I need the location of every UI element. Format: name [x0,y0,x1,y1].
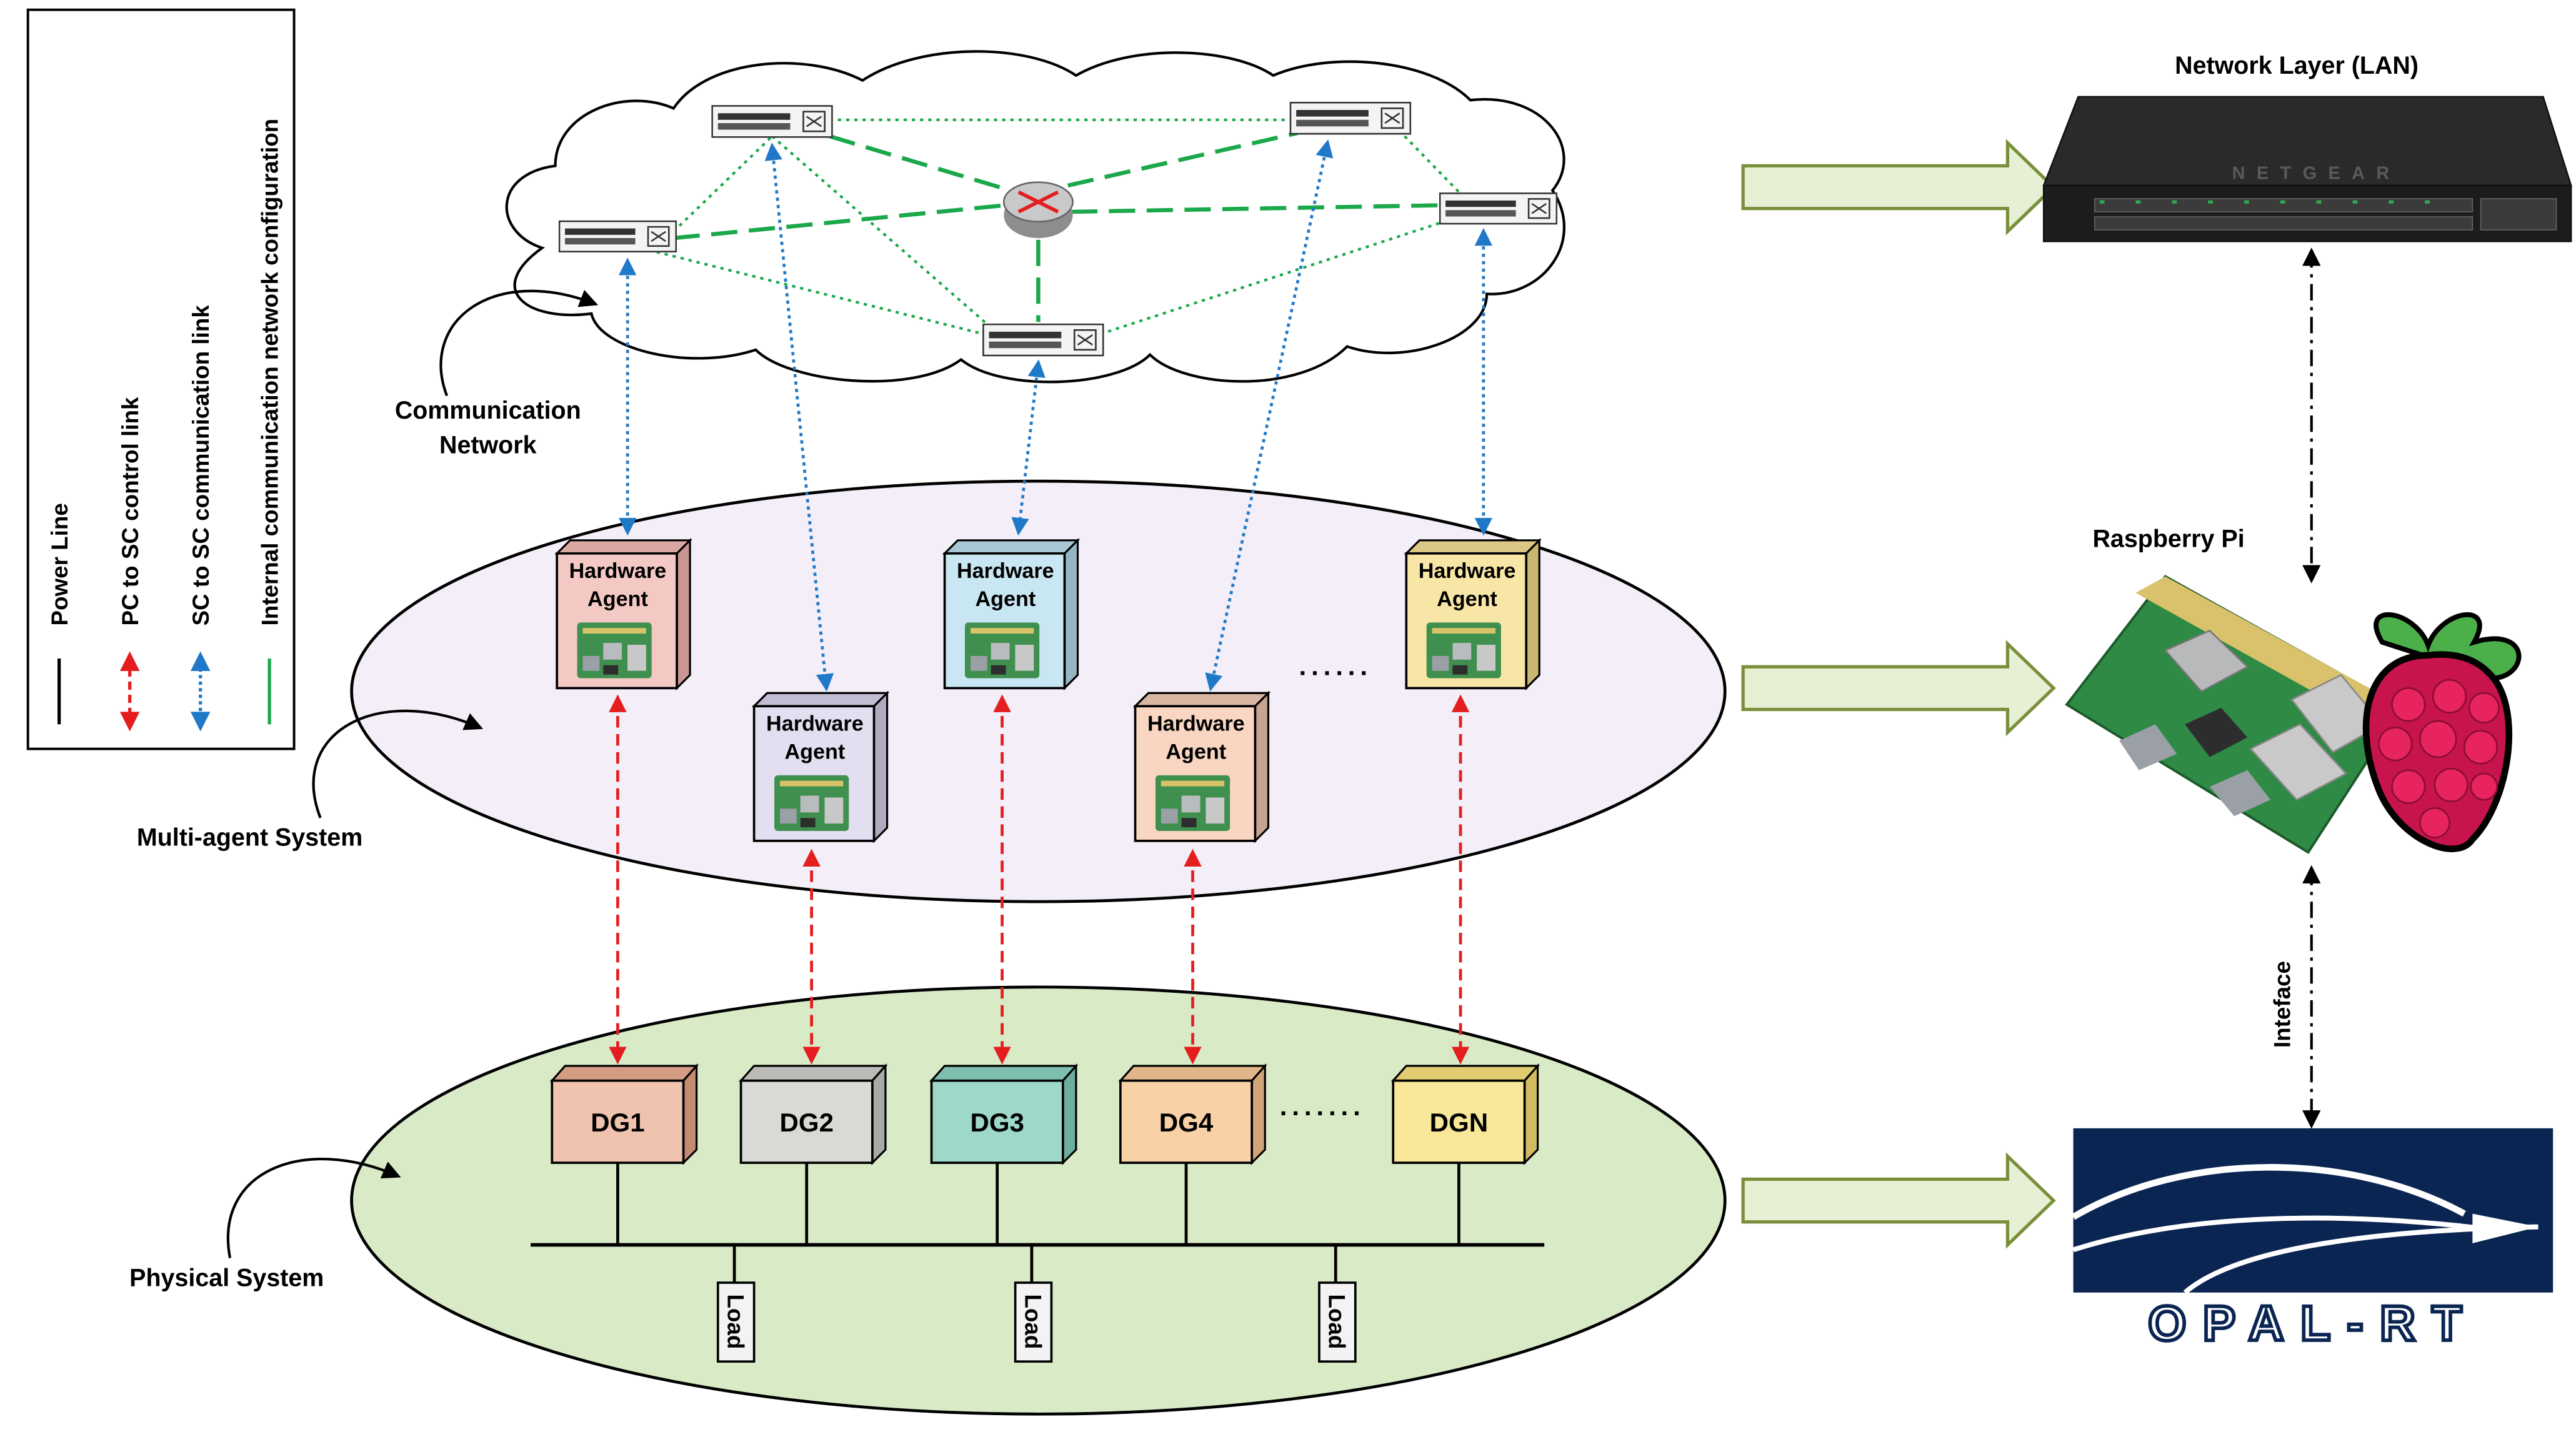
opal-rt-wordmark: OPAL-RT [2148,1296,2479,1351]
legend-internal-network-label: Internal communication network configura… [257,119,282,626]
physical-label: Physical System [129,1264,324,1291]
agent-label-line2: Agent [587,587,648,611]
dg-block: DGN [1390,1063,1540,1165]
network-layer-label: Network Layer (LAN) [2175,52,2419,79]
comm-network-pointer [439,289,599,397]
block-arrow-right [1741,139,2056,236]
switch-brand-text: NETGEAR [2232,163,2401,183]
network-switch-image: NETGEAR [2042,96,2572,242]
switch-icon [1439,192,1558,225]
load-box: Load [1318,1281,1357,1363]
mas-label: Multi-agent System [137,824,362,852]
load-label: Load [723,1294,749,1349]
raspberry-pi-board-icon [1155,775,1231,832]
network-layer-panel: Network Layer (LAN) NETGEAR [2042,52,2572,584]
raspberry-pi-board-icon [1426,622,1501,679]
dg-block: DG3 [929,1063,1079,1165]
hardware-agent: Hardware Agent [942,537,1081,691]
agent-ellipsis: ...... [1299,651,1372,680]
raspberry-pi-panel: Raspberry Pi Inteface [2065,525,2522,1129]
control-links [609,694,1470,1065]
raspberry-pi-label: Raspberry Pi [2092,525,2244,552]
hardware-agent: Hardware Agent [1404,537,1542,691]
block-arrow-right [1741,640,2056,737]
comm-network-label-line2: Network [439,431,537,459]
opal-rt-panel: OPAL-RT [2071,1128,2554,1353]
layer-mapping-arrows [1741,139,2056,1249]
dg-ellipsis: ....... [1280,1091,1365,1121]
legend-box [26,8,296,750]
dg-block: DG4 [1118,1063,1267,1165]
comm-link [764,142,834,692]
load-label: Load [1324,1294,1350,1349]
legend-control-link-label: PC to SC control link [117,397,143,625]
raspberry-pi-board-image [2065,575,2404,854]
dg-blocks: DG1 DG2 DG3 DG4 ....... DGN [549,1063,1540,1165]
dg-label: DG2 [780,1108,834,1137]
switch-icon [1289,101,1412,135]
switch-icon [558,220,677,253]
dg-label: DG4 [1159,1108,1214,1137]
comm-network-label-line1: Communication [395,397,581,424]
opal-rt-logo: OPAL-RT [2071,1128,2554,1353]
physical-layer: Physical System Load Load Load [129,985,1727,1416]
switch-icon [982,323,1104,357]
dg-label: DGN [1430,1108,1488,1137]
dg-block: DG1 [549,1063,699,1165]
dg-label: DG3 [970,1108,1024,1137]
legend-comm-link-label: SC to SC communication link [188,305,214,626]
dg-block: DG2 [739,1063,888,1165]
raspberry-pi-board-icon [577,622,652,679]
router-icon [1002,181,1074,239]
agent-label-line1: Hardware [957,559,1054,583]
dg-bus-connectors [616,1163,1460,1283]
agent-label-line1: Hardware [569,559,667,583]
raspberry-pi-board-icon [774,775,849,832]
agent-label-line2: Agent [975,587,1036,611]
legend-power-line-label: Power Line [47,503,72,625]
switch-ports [2094,198,2557,231]
raspberry-pi-board-icon [964,622,1040,679]
agent-label-line2: Agent [1166,740,1226,763]
hardware-agent: Hardware Agent [1132,690,1271,843]
physical-pointer [226,1157,401,1258]
mas-pointer [312,709,484,818]
hardware-agent: Hardware Agent [751,690,890,843]
load-box: Load [716,1281,756,1363]
switch-port-leds [2099,200,2430,204]
interface-label: Inteface [2270,961,2295,1048]
block-arrow-right [1741,1152,2056,1249]
communication-network-cloud: Communication Network [395,50,1565,459]
load-label: Load [1020,1294,1046,1349]
legend: Power Line PC to SC control link SC to S… [26,8,296,750]
raspberry-logo-icon [2362,612,2522,852]
hardware-agent: Hardware Agent [554,537,692,691]
agent-label-line1: Hardware [766,712,864,736]
load-box: Load [1014,1281,1053,1363]
dg-label: DG1 [591,1108,644,1137]
agent-label-line2: Agent [785,740,846,763]
agent-label-line1: Hardware [1147,712,1245,736]
agent-label-line2: Agent [1437,587,1497,611]
comm-link [1011,359,1046,536]
agent-label-line1: Hardware [1419,559,1516,583]
load-boxes: Load Load Load [716,1281,1357,1363]
hardware-agents: Hardware Agent Hardware Agent Hardware A… [554,537,1542,843]
multi-agent-layer: Multi-agent System [137,479,1727,903]
switch-icon [711,105,833,138]
comm-links [619,139,1493,692]
